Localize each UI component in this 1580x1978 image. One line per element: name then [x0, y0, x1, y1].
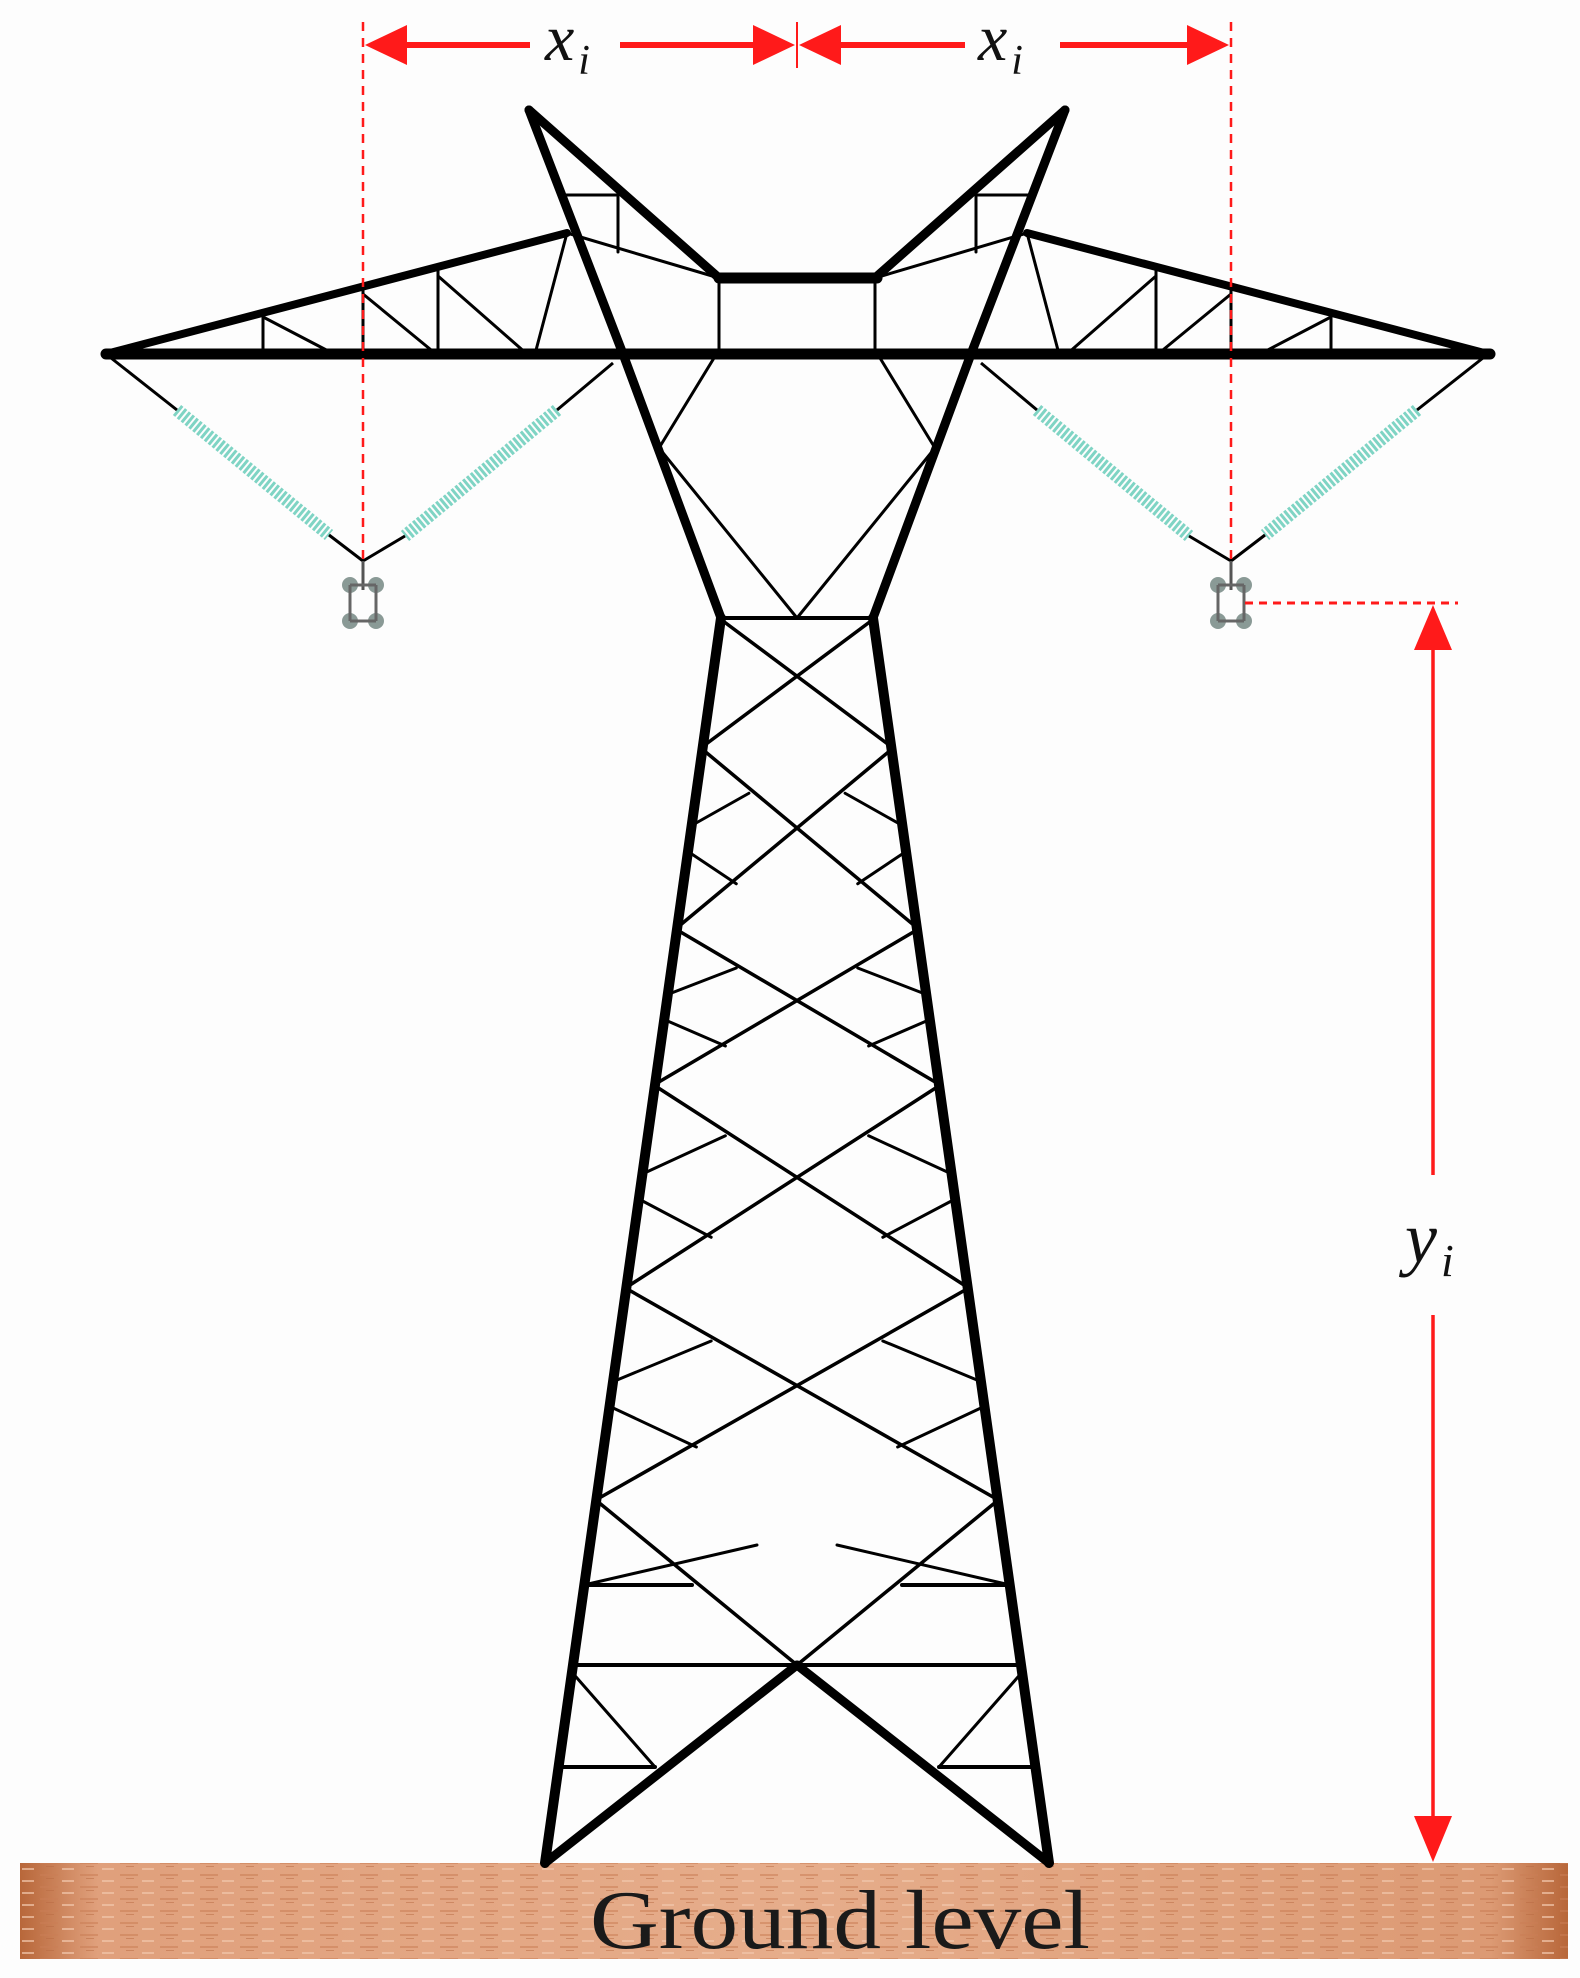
secondary-brace	[896, 1404, 987, 1449]
ground-slab: Ground level	[20, 1863, 1568, 1967]
arrowhead-right-icon	[753, 25, 795, 65]
lattice-diagonal	[623, 1286, 1001, 1502]
lattice-diagonal	[623, 1083, 943, 1290]
y-i-label: yi	[1398, 1198, 1454, 1286]
x-i-label-left: xi	[544, 2, 590, 84]
insulator-string	[400, 404, 562, 542]
waist-brace	[657, 446, 799, 620]
secondary-brace	[881, 1197, 958, 1239]
secondary-brace	[607, 1404, 698, 1449]
tower-main-leg	[540, 613, 726, 1868]
crossarm-diagonal	[1156, 292, 1233, 356]
tower-main-leg	[868, 613, 1054, 1868]
lattice-diagonal	[699, 616, 877, 750]
secondary-brace	[835, 1543, 1012, 1587]
insulator-hanger	[1416, 352, 1489, 412]
secondary-brace	[664, 966, 738, 997]
insulators	[105, 352, 1489, 629]
secondary-brace	[867, 1017, 933, 1048]
secondary-brace	[856, 849, 909, 886]
dimension-annotations	[361, 22, 1458, 1862]
crossarm-diagonal	[533, 231, 569, 356]
secondary-brace	[843, 791, 906, 828]
waist-brace	[657, 356, 716, 450]
lattice-diagonal	[673, 927, 943, 1087]
secondary-brace	[582, 1543, 759, 1587]
lattice-diagonal	[717, 616, 895, 750]
secondary-brace	[685, 849, 738, 886]
lattice-diagonal	[795, 1498, 1001, 1667]
waist-brace	[795, 446, 937, 620]
secondary-brace	[661, 1017, 727, 1048]
insulator-string	[1260, 404, 1422, 541]
crossarm-diagonal	[1025, 231, 1061, 356]
tower-main-leg	[524, 105, 628, 359]
base-leg-diagonal	[540, 1660, 802, 1868]
insulator-hanger	[1230, 533, 1266, 563]
insulator-hanger	[556, 361, 614, 412]
base-leg-diagonal	[792, 1660, 1054, 1868]
secondary-brace	[688, 791, 751, 828]
lattice-diagonal	[699, 746, 921, 931]
insulator-hanger	[105, 352, 178, 412]
crossarm-top-chord	[102, 229, 571, 358]
insulator-string	[172, 404, 334, 541]
insulator-hanger	[1188, 534, 1232, 563]
secondary-brace	[636, 1197, 713, 1239]
waist-brace	[878, 356, 937, 450]
secondary-brace	[610, 1339, 713, 1384]
lattice-diagonal	[673, 746, 895, 931]
peak-inner-arm	[524, 105, 724, 283]
arrowhead-up-icon	[1414, 605, 1452, 650]
crossarm-brace	[565, 231, 721, 280]
secondary-brace	[639, 1134, 727, 1176]
crossarm-diagonal	[1065, 274, 1158, 356]
lattice-diagonal	[651, 927, 921, 1087]
crossarm-diagonal	[436, 274, 529, 356]
lattice-diagonal	[593, 1286, 971, 1502]
crossarm-diagonal	[361, 292, 438, 356]
crossarm-diagonal	[263, 316, 336, 356]
ground-level-label: Ground level	[590, 1874, 1090, 1967]
secondary-brace	[937, 1670, 1024, 1769]
crossarm-brace	[873, 231, 1029, 280]
peak-inner-arm	[870, 105, 1070, 283]
arrowhead-left-icon	[365, 25, 407, 65]
lattice-diagonal	[593, 1498, 799, 1667]
secondary-brace	[867, 1134, 955, 1176]
arrowhead-right-icon	[1187, 25, 1229, 65]
tower-structure	[100, 105, 1496, 1868]
arrowhead-left-icon	[799, 25, 841, 65]
insulator-hanger	[980, 361, 1038, 412]
secondary-brace	[881, 1339, 984, 1384]
insulator-hanger	[328, 533, 364, 563]
tower-main-leg	[868, 349, 976, 623]
secondary-brace	[570, 1670, 657, 1769]
crossarm-diagonal	[1258, 316, 1331, 356]
crossarm-top-chord	[1023, 229, 1492, 358]
insulator-hanger	[362, 534, 406, 563]
tower-main-leg	[966, 105, 1070, 359]
arrowhead-down-icon	[1414, 1816, 1452, 1862]
secondary-brace	[856, 966, 930, 997]
tower-main-leg	[618, 349, 726, 623]
lattice-diagonal	[651, 1083, 971, 1290]
insulator-string	[1032, 404, 1194, 542]
x-i-label-right: xi	[977, 2, 1023, 84]
